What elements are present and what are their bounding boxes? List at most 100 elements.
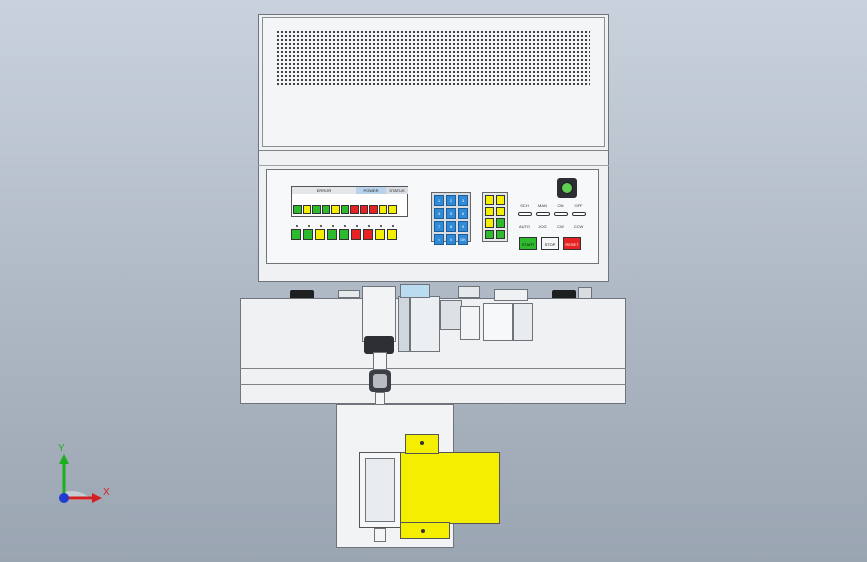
yellow-tab [400, 522, 450, 539]
slide-block [410, 296, 440, 352]
keypad-key[interactable]: 2 [446, 195, 456, 206]
keypad-key[interactable]: 6 [458, 208, 468, 219]
sensor-window [400, 284, 430, 298]
screw-icon [421, 529, 425, 533]
mode-key-grid [482, 192, 508, 242]
rod-holder [440, 300, 462, 330]
function-key[interactable] [363, 225, 373, 240]
key-led-icon [356, 225, 358, 227]
indicator-lamp [312, 205, 321, 214]
indicator-lamp [293, 205, 302, 214]
switch-label: ON [557, 203, 564, 208]
screw-icon [420, 441, 424, 445]
mode-key[interactable] [485, 229, 494, 239]
divider [240, 368, 626, 369]
indicator-lamp [350, 205, 359, 214]
mode-key[interactable] [485, 206, 494, 216]
indicator-lamp [359, 205, 368, 214]
switch-label: SCH [520, 203, 529, 208]
z-axis-icon [59, 493, 69, 503]
shaft [373, 352, 387, 370]
mount-block [338, 290, 360, 298]
cylinder-block [460, 306, 480, 340]
toggle-switch[interactable] [518, 212, 532, 216]
switch-label: CW [557, 224, 564, 229]
keypad-key[interactable]: 5 [446, 208, 456, 219]
yellow-mounting-plate [400, 452, 500, 524]
motor-body [362, 286, 396, 342]
header-status: STATUS [386, 187, 408, 194]
mode-key[interactable] [485, 218, 494, 228]
switch-label: JOG [538, 224, 547, 229]
key-led-icon [308, 225, 310, 227]
function-key[interactable] [339, 225, 349, 240]
mode-key[interactable] [496, 229, 505, 239]
linear-guide [398, 296, 410, 352]
function-key[interactable] [327, 225, 337, 240]
coupling-core [373, 374, 387, 388]
function-key-row [291, 225, 397, 240]
function-key[interactable] [375, 225, 385, 240]
header-error: ERROR [292, 187, 356, 194]
mode-key[interactable] [496, 218, 505, 228]
stop-button[interactable]: STOP [541, 237, 559, 250]
function-key[interactable] [291, 225, 301, 240]
indicator-lamp [369, 205, 378, 214]
indicator-lamp [331, 205, 340, 214]
keypad-key[interactable]: 0 [446, 234, 456, 245]
mode-key[interactable] [485, 195, 494, 205]
indicator-lamp [302, 205, 311, 214]
function-key[interactable] [315, 225, 325, 240]
indicator-lamp [340, 205, 349, 214]
function-key[interactable] [351, 225, 361, 240]
header-power: POWER [356, 187, 386, 194]
toggle-switch[interactable] [554, 212, 568, 216]
clamp-jaw [365, 458, 395, 522]
keypad-key[interactable]: < [434, 234, 444, 245]
keypad-key[interactable]: OK [458, 234, 468, 245]
x-axis-label: X [103, 487, 110, 498]
switch-label: OFF [574, 203, 583, 208]
valve-block [483, 303, 513, 341]
valve-block-side [513, 303, 533, 341]
toggle-switch[interactable] [536, 212, 550, 216]
vent-grille [276, 30, 590, 86]
y-axis-label: Y [58, 443, 65, 454]
divider [240, 384, 626, 385]
x-arrow-icon [92, 493, 102, 503]
divider [258, 150, 609, 151]
axis-triad [59, 454, 102, 503]
bracket [494, 289, 528, 301]
key-led-icon [380, 225, 382, 227]
key-led-icon [296, 225, 298, 227]
start-button[interactable]: START [519, 237, 537, 250]
pin [374, 528, 386, 542]
key-led-icon [368, 225, 370, 227]
keypad-key[interactable]: 4 [434, 208, 444, 219]
motor-flange [364, 336, 394, 354]
keypad-key[interactable]: 8 [446, 221, 456, 232]
keypad-key[interactable]: 3 [458, 195, 468, 206]
power-indicator-icon [561, 182, 573, 194]
toggle-switch[interactable] [572, 212, 586, 216]
mode-key[interactable] [496, 195, 505, 205]
indicator-lamp [388, 205, 397, 214]
switch-label: MAN [538, 203, 547, 208]
function-key[interactable] [303, 225, 313, 240]
y-arrow-icon [59, 454, 69, 464]
key-led-icon [392, 225, 394, 227]
keypad-key[interactable]: 1 [434, 195, 444, 206]
reset-button[interactable]: RESET [563, 237, 581, 250]
switch-label: AUTO [518, 224, 531, 229]
function-key[interactable] [387, 225, 397, 240]
key-led-icon [332, 225, 334, 227]
key-led-icon [344, 225, 346, 227]
status-display: ERROR POWER STATUS [291, 186, 408, 217]
key-led-icon [320, 225, 322, 227]
mode-key[interactable] [496, 206, 505, 216]
keypad-key[interactable]: 7 [434, 221, 444, 232]
switch-label: CCW [573, 224, 584, 229]
keypad-key[interactable]: 9 [458, 221, 468, 232]
divider [258, 165, 609, 166]
